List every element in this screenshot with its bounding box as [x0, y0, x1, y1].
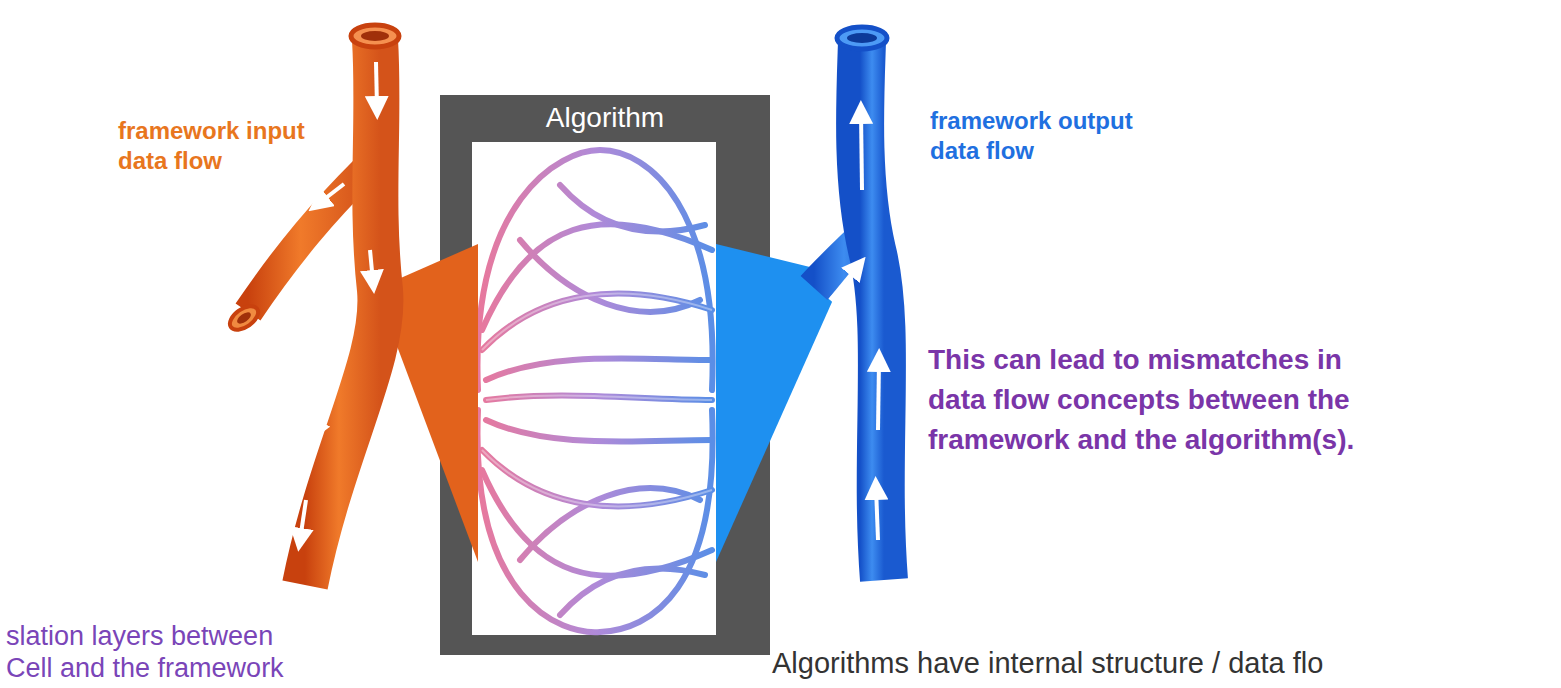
- cut-note: Algorithms have internal structure / dat…: [772, 645, 1323, 681]
- note-text: This can lead to mismatches in data flow…: [928, 340, 1398, 460]
- input-flow-label: framework input data flow: [118, 116, 328, 176]
- cut-note: slation layers between Cell and the fram…: [6, 620, 326, 684]
- box-heading: Algorithm: [440, 95, 770, 135]
- output-flow-label: framework output data flow: [930, 106, 1180, 166]
